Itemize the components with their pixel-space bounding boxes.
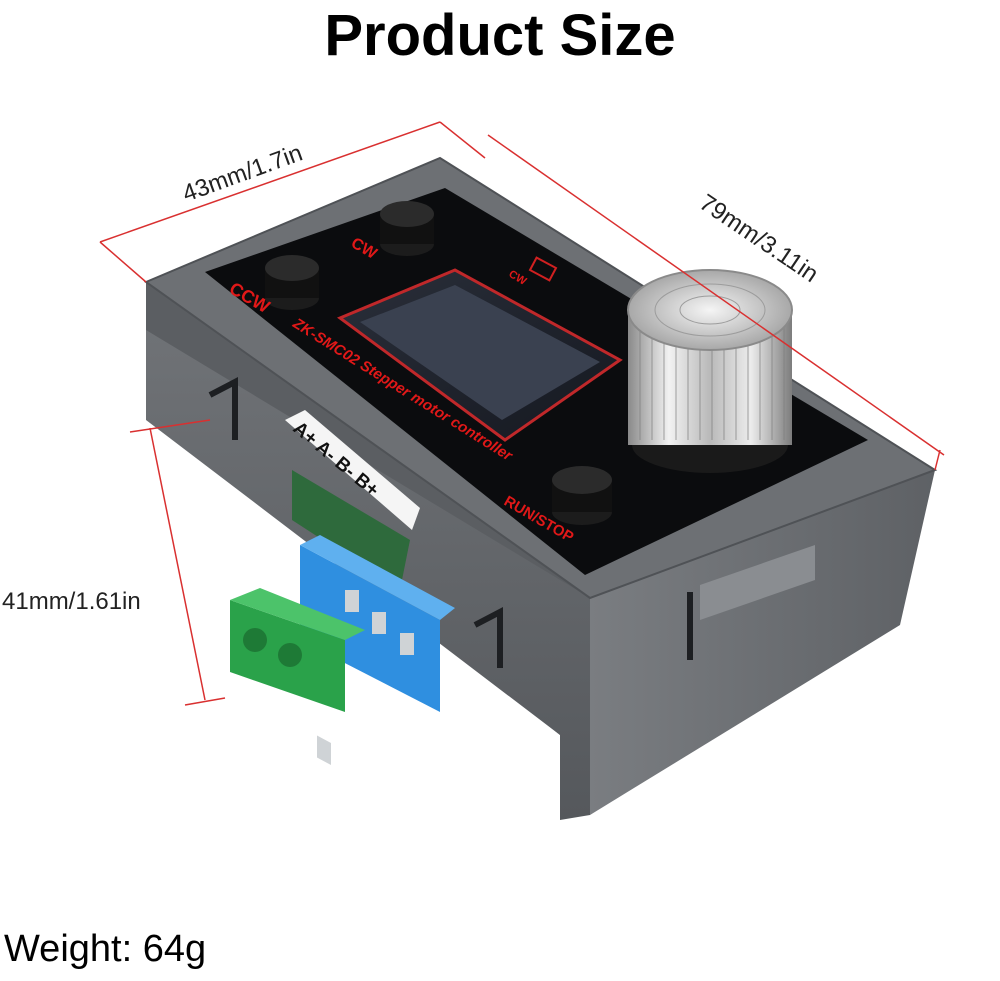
terminal-label-sticker: [285, 410, 420, 530]
width-dimension-line: [99, 121, 441, 243]
green-terminal-block: [230, 588, 365, 712]
length-dimension-line: [487, 134, 945, 456]
dimension-lines: [99, 121, 945, 706]
run-stop-button[interactable]: [552, 466, 612, 525]
page-title: Product Size: [324, 3, 676, 68]
clip-left-top: [208, 377, 238, 440]
ccw-button[interactable]: [265, 255, 319, 310]
cw-button[interactable]: [380, 201, 434, 256]
front-latch: [700, 545, 815, 620]
height-dimension-line: [149, 427, 206, 701]
lcd-screen-window: [360, 285, 600, 420]
blue-terminal-block: [300, 535, 455, 765]
pcb-board: [292, 470, 410, 590]
rotary-knob[interactable]: [627, 269, 793, 473]
weight-label: Weight: 64g: [4, 928, 207, 970]
battery-icon: [528, 256, 558, 282]
height-dimension-label: 41mm/1.61in: [2, 588, 141, 615]
clip-left-bottom: [473, 607, 503, 668]
enclosure-front-face: [590, 470, 935, 815]
